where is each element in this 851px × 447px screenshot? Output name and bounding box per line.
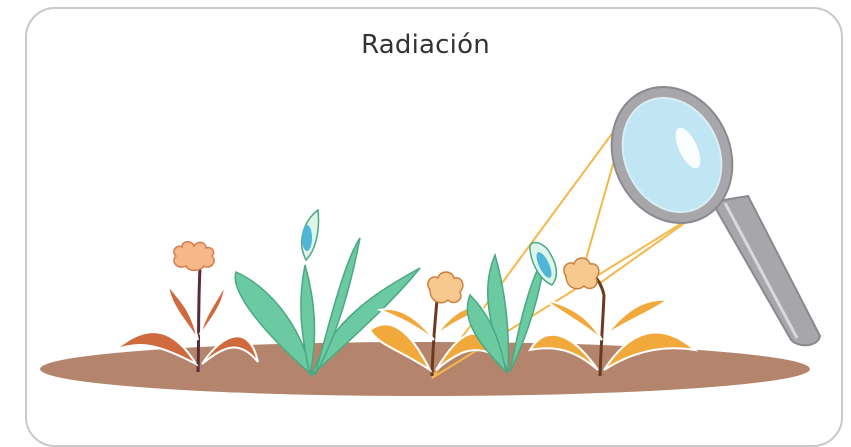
diagram-title: Radiación <box>361 30 490 60</box>
plant-healthy-left <box>234 208 421 378</box>
radiation-scene <box>40 85 821 396</box>
drooping-flower <box>563 257 600 290</box>
plant-healthy-right <box>466 241 558 375</box>
magnifying-glass-icon <box>610 85 821 347</box>
drooping-flower <box>427 271 464 304</box>
plant-orange-wilted-right <box>527 257 699 377</box>
spadix <box>536 252 552 278</box>
plant-rust-flowering <box>114 240 259 373</box>
flower-head <box>173 240 215 272</box>
spadix <box>302 225 312 251</box>
